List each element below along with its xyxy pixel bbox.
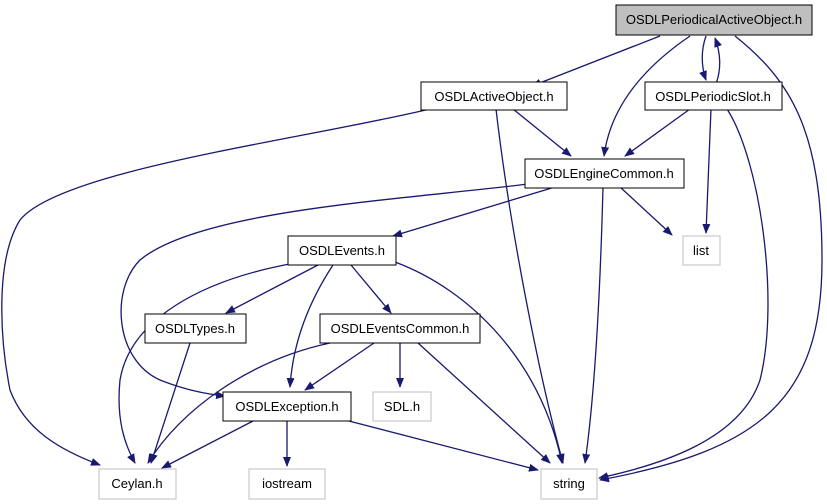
node-root[interactable]: OSDLPeriodicalActiveObject.h: [615, 4, 813, 36]
edge-events-ceylan: [118, 262, 296, 464]
node-engine[interactable]: OSDLEngineCommon.h: [524, 158, 685, 189]
node-events[interactable]: OSDLEvents.h: [287, 235, 397, 266]
edge-engine-events: [392, 186, 556, 238]
edge-events-exception: [286, 264, 334, 388]
edge-slot-root: [714, 37, 722, 85]
node-types[interactable]: OSDLTypes.h: [144, 313, 247, 344]
node-string-label: string: [553, 476, 585, 491]
node-exception[interactable]: OSDLException.h: [222, 391, 352, 422]
edge-slot-string: [598, 108, 769, 481]
node-ceylan[interactable]: Ceylan.h: [98, 468, 177, 500]
edge-engine-list: [619, 186, 673, 236]
edge-root-string: [599, 35, 823, 483]
node-iostream[interactable]: iostream: [248, 468, 326, 500]
node-slot-label: OSDLPeriodicSlot.h: [655, 89, 771, 104]
edge-exception-ceylan: [161, 419, 256, 469]
node-active-label: OSDLActiveObject.h: [434, 89, 553, 104]
node-list[interactable]: list: [682, 235, 721, 266]
node-string[interactable]: string: [540, 468, 598, 500]
node-events-label: OSDLEvents.h: [299, 243, 385, 258]
edge-events-types: [225, 264, 319, 314]
edge-root-slot: [699, 35, 707, 81]
node-iostream-label: iostream: [262, 476, 312, 491]
node-list-label: list: [693, 243, 709, 258]
edge-slot-list: [702, 108, 712, 234]
node-types-label: OSDLTypes.h: [155, 321, 235, 336]
nodes-layer: OSDLPeriodicalActiveObject.h OSDLActiveO…: [98, 4, 813, 500]
edge-active-engine: [512, 108, 572, 157]
edge-eventscommon-exception: [304, 342, 375, 391]
node-exception-label: OSDLException.h: [235, 399, 338, 414]
node-sdl[interactable]: SDL.h: [372, 391, 432, 422]
node-slot[interactable]: OSDLPeriodicSlot.h: [644, 81, 783, 111]
edge-events-string: [394, 261, 565, 464]
node-eventscommon-label: OSDLEventsCommon.h: [331, 321, 470, 336]
node-ceylan-label: Ceylan.h: [111, 476, 162, 491]
node-eventscommon[interactable]: OSDLEventsCommon.h: [319, 313, 481, 344]
edge-types-ceylan: [149, 342, 191, 464]
edge-root-active: [531, 35, 661, 87]
edge-engine-string: [582, 186, 604, 464]
edge-root-engine: [601, 35, 691, 157]
edge-eventscommon-string: [417, 342, 551, 464]
edge-eventscommon-ceylan: [147, 342, 331, 464]
edge-active-ceylan: [1, 108, 431, 466]
node-sdl-label: SDL.h: [384, 399, 420, 414]
node-root-label: OSDLPeriodicalActiveObject.h: [626, 12, 802, 27]
edges-layer: [1, 35, 823, 483]
node-engine-label: OSDLEngineCommon.h: [534, 166, 673, 181]
node-active[interactable]: OSDLActiveObject.h: [420, 81, 568, 111]
edge-events-eventscommon: [350, 264, 392, 314]
edge-slot-engine: [624, 108, 691, 157]
edge-engine-exception: [120, 183, 529, 400]
edge-exception-string: [344, 419, 539, 472]
edge-active-string: [495, 108, 565, 464]
